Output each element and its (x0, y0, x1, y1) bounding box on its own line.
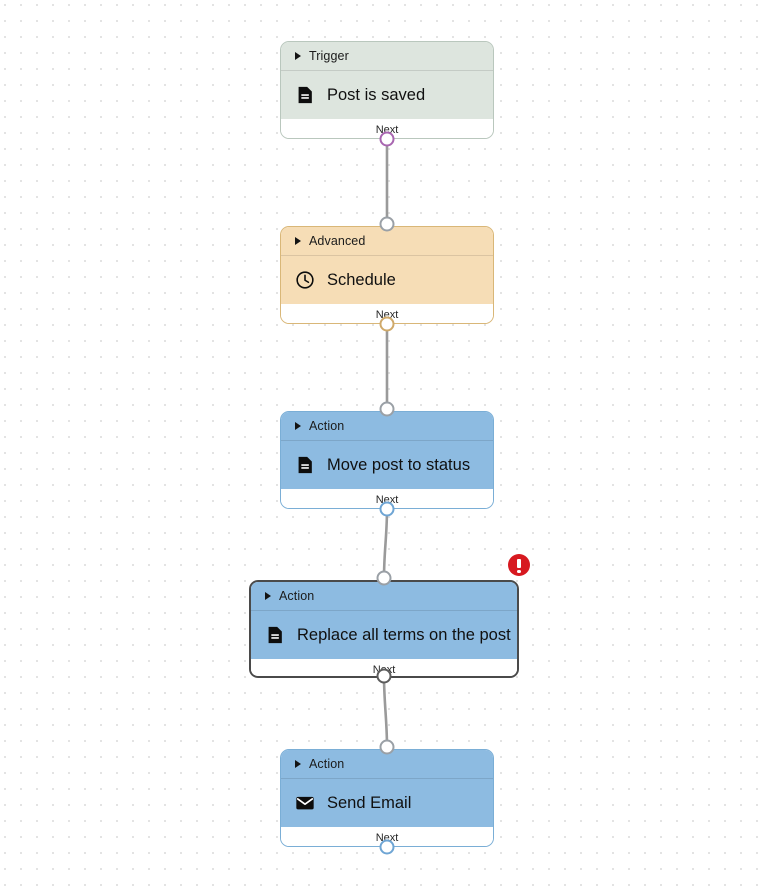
node-header[interactable]: Action (281, 750, 493, 778)
connection-port[interactable] (379, 739, 395, 755)
exclamation-glyph (517, 559, 521, 574)
document-icon (298, 86, 312, 104)
expand-triangle-icon[interactable] (295, 422, 301, 430)
node-title: Send Email (327, 793, 412, 812)
connection-port[interactable] (376, 668, 392, 684)
node-title: Schedule (327, 270, 396, 289)
connection-port[interactable] (376, 570, 392, 586)
expand-triangle-icon[interactable] (295, 52, 301, 60)
expand-triangle-icon[interactable] (295, 760, 301, 768)
error-exclamation-icon[interactable] (508, 554, 530, 576)
connection-port[interactable] (379, 216, 395, 232)
expand-triangle-icon[interactable] (265, 592, 271, 600)
document-icon (268, 626, 282, 644)
node-body[interactable]: Post is saved (281, 70, 493, 119)
clock-icon (296, 271, 314, 289)
document-icon (298, 456, 312, 474)
expand-triangle-icon[interactable] (295, 237, 301, 245)
node-title: Post is saved (327, 85, 426, 104)
connection-port[interactable] (379, 131, 395, 147)
node-header[interactable]: Action (251, 582, 517, 610)
connection-port[interactable] (379, 401, 395, 417)
node-title: Move post to status (327, 455, 471, 474)
node-next-footer[interactable]: Next (281, 827, 493, 846)
node-body[interactable]: Schedule (281, 255, 493, 304)
workflow-edge[interactable] (382, 674, 389, 749)
node-title: Replace all terms on the post (297, 625, 511, 644)
workflow-edge[interactable] (382, 507, 389, 580)
node-body[interactable]: Move post to status (281, 440, 493, 489)
node-kind-label: Advanced (309, 234, 366, 248)
node-kind-label: Action (309, 757, 345, 771)
node-header[interactable]: Action (281, 412, 493, 440)
connection-port[interactable] (379, 501, 395, 517)
node-body[interactable]: Replace all terms on the post (251, 610, 517, 659)
node-kind-label: Action (309, 419, 345, 433)
connection-port[interactable] (379, 839, 395, 855)
node-header[interactable]: Trigger (281, 42, 493, 70)
connection-port[interactable] (379, 316, 395, 332)
node-header[interactable]: Advanced (281, 227, 493, 255)
node-body[interactable]: Send Email (281, 778, 493, 827)
node-kind-label: Action (279, 589, 315, 603)
envelope-icon (296, 796, 314, 810)
node-kind-label: Trigger (309, 49, 349, 63)
